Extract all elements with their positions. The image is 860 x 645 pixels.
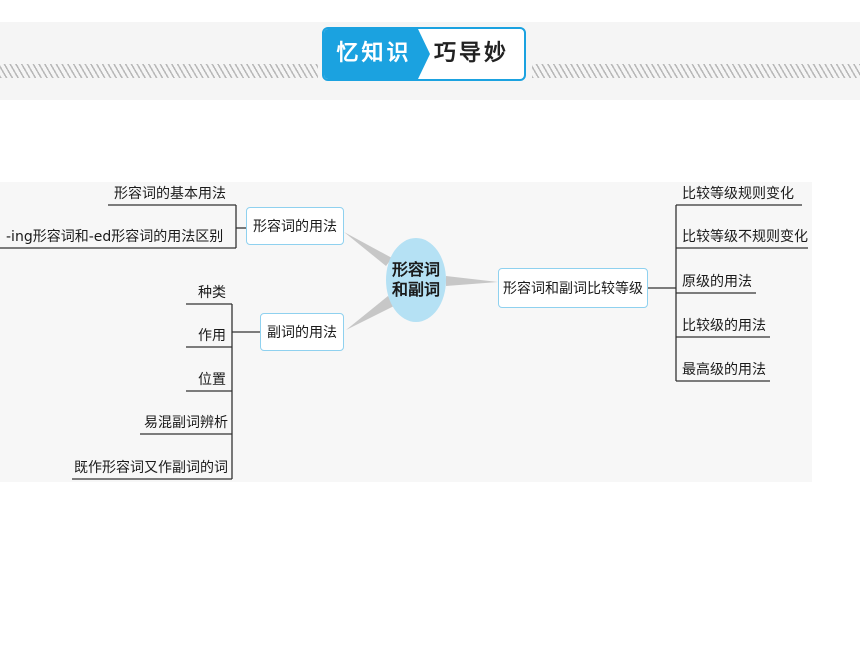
- branch-comparison-degrees: 形容词和副词比较等级: [498, 268, 648, 308]
- title-badge-arrow: [418, 29, 430, 79]
- leaf-adj-basic-usage: 形容词的基本用法: [114, 186, 226, 202]
- central-topic-line-1: 形容词: [391, 260, 440, 279]
- section-title-badge: 忆知识 巧导妙引: [322, 27, 526, 81]
- connector-wedge-comparison: [446, 276, 498, 286]
- central-topic-node: 形容词 和副词: [386, 238, 446, 322]
- leaf-cmp-comparative: 比较级的用法: [682, 318, 766, 334]
- leaf-adv-dual-role-words: 既作形容词又作副词的词: [74, 460, 228, 476]
- leaf-adv-function: 作用: [198, 328, 226, 344]
- title-badge-blue-part: [324, 29, 418, 79]
- mind-map-area: [0, 182, 812, 482]
- leaf-adv-confusable: 易混副词辨析: [144, 415, 228, 431]
- central-topic-line-2: 和副词: [391, 280, 440, 299]
- connector-wedge-adjective: [344, 232, 392, 266]
- connector-wedge-adverb: [346, 296, 394, 330]
- leaf-adv-position: 位置: [198, 372, 226, 388]
- section-title-left: 忆知识: [336, 41, 412, 66]
- branch-adverb-usage: 副词的用法: [260, 313, 344, 351]
- leaf-cmp-irregular: 比较等级不规则变化: [682, 229, 808, 245]
- header-hatch-right: [532, 64, 860, 78]
- leaf-cmp-superlative: 最高级的用法: [682, 362, 766, 378]
- leaf-adv-types: 种类: [198, 285, 226, 301]
- leaf-cmp-regular: 比较等级规则变化: [682, 186, 794, 202]
- section-title-right: 巧导妙引: [434, 41, 510, 66]
- leaf-adj-ing-ed-difference: -ing形容词和-ed形容词的用法区别: [6, 229, 224, 245]
- leaf-cmp-positive: 原级的用法: [682, 274, 752, 290]
- branch-adjective-usage: 形容词的用法: [246, 207, 344, 245]
- header-hatch-left: [0, 64, 318, 78]
